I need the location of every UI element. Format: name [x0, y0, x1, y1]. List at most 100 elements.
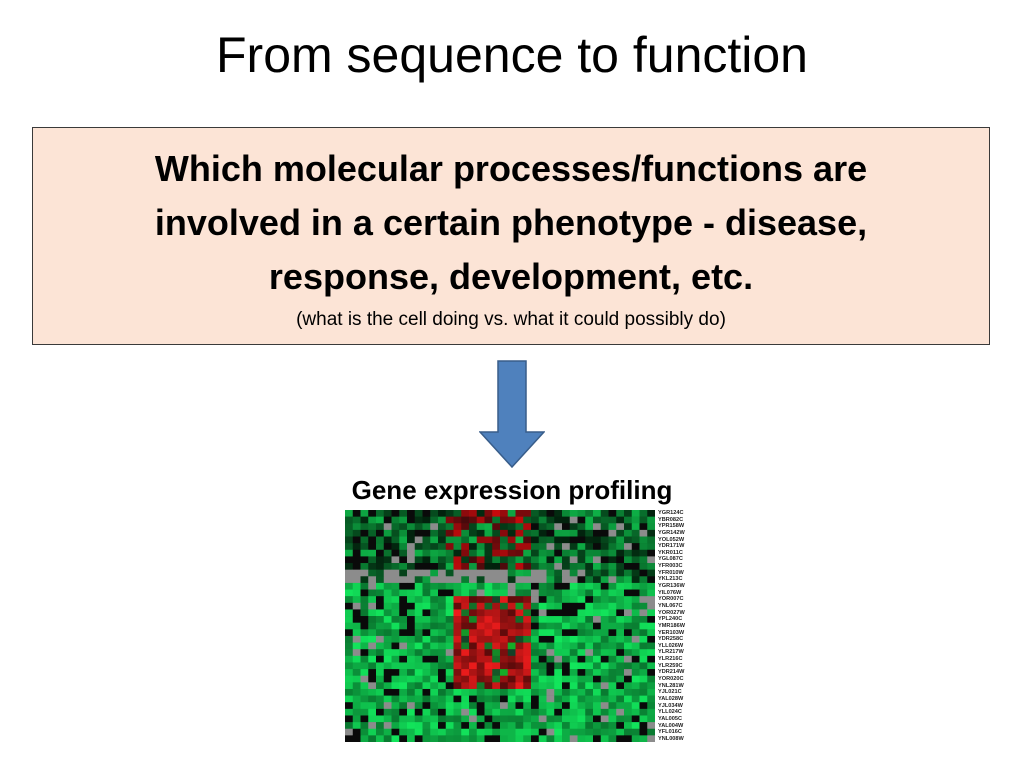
heatmap-cell: [461, 682, 470, 690]
heatmap-cell: [368, 523, 377, 531]
heatmap-cell: [515, 622, 524, 630]
heatmap-cell: [469, 695, 478, 703]
heatmap-cell: [631, 695, 640, 703]
heatmap-cell: [608, 549, 617, 557]
gene-label: YDR214W: [658, 669, 685, 676]
heatmap-cell: [461, 649, 470, 657]
heatmap-cell: [577, 516, 586, 524]
heatmap-cell: [368, 682, 377, 690]
heatmap-cell: [631, 662, 640, 670]
heatmap-cell: [445, 556, 454, 564]
heatmap-cell: [546, 556, 555, 564]
heatmap-cell: [577, 702, 586, 710]
heatmap-cell: [538, 682, 547, 690]
heatmap-cell: [438, 722, 447, 730]
heatmap-cell: [616, 635, 625, 643]
heatmap-cell: [430, 569, 439, 577]
heatmap-cell: [476, 516, 485, 524]
heatmap-cell: [414, 662, 423, 670]
heatmap-cell: [538, 715, 547, 723]
heatmap-cell: [554, 602, 563, 610]
heatmap-cell: [523, 609, 532, 617]
heatmap-cell: [376, 695, 385, 703]
heatmap-cell: [616, 675, 625, 683]
heatmap-cell: [469, 510, 478, 517]
heatmap-cell: [445, 543, 454, 551]
heatmap-cell: [585, 516, 594, 524]
heatmap-cell: [422, 635, 431, 643]
heatmap-cell: [507, 609, 516, 617]
heatmap-cell: [639, 728, 648, 736]
heatmap-cell: [430, 682, 439, 690]
heatmap-cell: [383, 629, 392, 637]
heatmap-cell: [422, 662, 431, 670]
heatmap-cell: [438, 569, 447, 577]
heatmap-cell: [345, 549, 354, 557]
heatmap-cell: [507, 702, 516, 710]
heatmap-cell: [422, 510, 431, 517]
heatmap-cell: [531, 675, 540, 683]
heatmap-cell: [577, 722, 586, 730]
heatmap-cell: [492, 715, 501, 723]
heatmap-cell: [554, 523, 563, 531]
heatmap-cell: [399, 582, 408, 590]
heatmap-cell: [639, 543, 648, 551]
heatmap-cell: [399, 536, 408, 544]
heatmap-cell: [376, 609, 385, 617]
heatmap-cell: [600, 549, 609, 557]
heatmap-cell: [438, 728, 447, 736]
heatmap-cell: [554, 536, 563, 544]
heatmap-cell: [492, 543, 501, 551]
heatmap-cell: [476, 662, 485, 670]
heatmap-cell: [484, 635, 493, 643]
heatmap-cell: [554, 642, 563, 650]
heatmap-cell: [593, 715, 602, 723]
heatmap-cell: [631, 602, 640, 610]
heatmap-cell: [577, 735, 586, 742]
heatmap-cell: [639, 609, 648, 617]
heatmap-cell: [608, 675, 617, 683]
heatmap-cell: [352, 715, 361, 723]
heatmap-cell: [345, 609, 354, 617]
heatmap-cell: [608, 523, 617, 531]
heatmap-cell: [445, 635, 454, 643]
heatmap-cell: [546, 609, 555, 617]
heatmap-cell: [414, 563, 423, 570]
heatmap-cell: [368, 675, 377, 683]
heatmap-cell: [368, 596, 377, 604]
heatmap-cell: [647, 549, 655, 557]
heatmap-cell: [383, 622, 392, 630]
heatmap-cell: [500, 589, 509, 597]
heatmap-cell: [577, 649, 586, 657]
heatmap-cell: [538, 629, 547, 637]
heatmap-cell: [360, 722, 369, 730]
heatmap-cell: [507, 655, 516, 663]
heatmap-cell: [600, 728, 609, 736]
heatmap-cell: [461, 529, 470, 537]
heatmap-cell: [515, 629, 524, 637]
heatmap-cell: [492, 702, 501, 710]
heatmap-cell: [430, 622, 439, 630]
heatmap-cell: [546, 589, 555, 597]
heatmap-cell: [461, 596, 470, 604]
heatmap-cell: [593, 602, 602, 610]
heatmap-cell: [492, 582, 501, 590]
heatmap-cell: [407, 675, 416, 683]
heatmap-cell: [593, 662, 602, 670]
heatmap-cell: [422, 616, 431, 623]
heatmap-cell: [616, 642, 625, 650]
heatmap-cell: [639, 576, 648, 584]
heatmap-cell: [569, 669, 578, 677]
heatmap-cell: [585, 735, 594, 742]
heatmap-cell: [399, 715, 408, 723]
heatmap-cell: [608, 563, 617, 570]
heatmap-cell: [585, 622, 594, 630]
heatmap-cell: [453, 635, 462, 643]
heatmap-cell: [500, 635, 509, 643]
heatmap-cell: [352, 569, 361, 577]
heatmap-cell: [546, 510, 555, 517]
heatmap-cell: [469, 609, 478, 617]
heatmap-cell: [562, 695, 571, 703]
heatmap-cell: [531, 516, 540, 524]
heatmap-cell: [391, 722, 400, 730]
